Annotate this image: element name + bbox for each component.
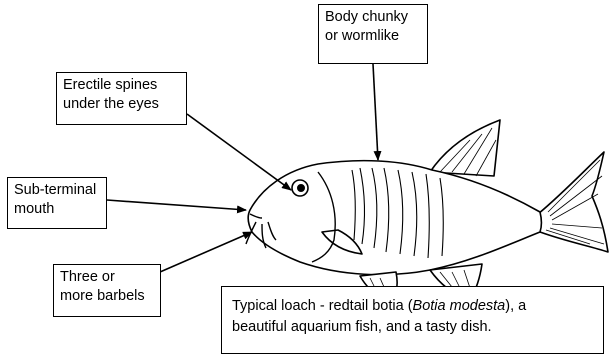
caption-text: ), a	[505, 298, 526, 314]
label-text: under the eyes	[63, 95, 180, 114]
caption-text: Typical loach - redtail botia (	[232, 298, 413, 314]
label-body-chunky: Body chunky or wormlike	[318, 4, 428, 64]
label-barbels: Three or more barbels	[53, 264, 161, 317]
label-text: Erectile spines	[63, 76, 180, 95]
dorsal-fin	[430, 120, 500, 176]
arrow-mouth	[107, 200, 246, 210]
caption-line-1: Typical loach - redtail botia (Botia mod…	[232, 296, 593, 317]
label-text: more barbels	[60, 287, 154, 306]
arrow-spines	[187, 114, 291, 190]
arrow-body	[373, 64, 378, 160]
caption-species-name: Botia modesta	[413, 298, 506, 314]
label-text: Three or	[60, 268, 154, 287]
caption-line-2: beautiful aquarium fish, and a tasty dis…	[232, 317, 593, 338]
label-sub-terminal-mouth: Sub-terminal mouth	[7, 177, 107, 229]
label-text: or wormlike	[325, 27, 421, 46]
eye	[292, 180, 308, 196]
body-outline	[248, 161, 541, 275]
arrow-barbels	[160, 232, 252, 272]
caption-box: Typical loach - redtail botia (Botia mod…	[221, 286, 604, 354]
label-text: mouth	[14, 200, 100, 219]
label-text: Sub-terminal	[14, 181, 100, 200]
tail-fin	[538, 152, 608, 252]
fish-body	[248, 120, 608, 300]
label-erectile-spines: Erectile spines under the eyes	[56, 72, 187, 125]
label-text: Body chunky	[325, 8, 421, 27]
